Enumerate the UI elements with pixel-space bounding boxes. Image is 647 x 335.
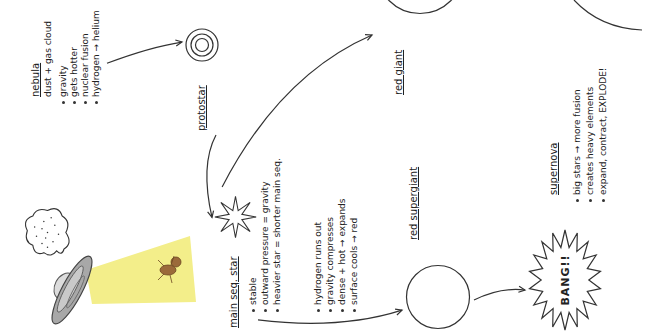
- protostar-ring: [186, 29, 218, 61]
- bullet-note: nuclear fusion: [80, 33, 91, 97]
- bullet-note: expand, contract, EXPLODE!: [598, 68, 609, 195]
- arrow-line: [107, 42, 182, 63]
- dust-dot: [43, 221, 44, 222]
- arrow-head: [365, 35, 372, 41]
- arrow-line: [207, 135, 216, 217]
- cloud-outline: [26, 209, 70, 255]
- circle-shape: [375, 0, 465, 15]
- stage-name: red giant: [393, 50, 405, 95]
- stage-arrow: [107, 40, 182, 63]
- dust-dot: [50, 217, 51, 218]
- bullet-note: stable: [248, 278, 259, 305]
- rings-shape: [185, 28, 219, 62]
- dust-dot: [47, 232, 48, 233]
- protostar-ring: [196, 39, 209, 52]
- ufo-saucer: [38, 248, 98, 328]
- stage-description: dust + gas cloud: [43, 21, 54, 97]
- bullet-note: dense + hot → expands: [337, 199, 348, 305]
- star-shape: [214, 194, 257, 240]
- bullet-note: outward pressure = gravity: [260, 182, 271, 305]
- stage-name: nebula: [30, 63, 42, 97]
- bullet-note: gravity compresses: [325, 217, 336, 305]
- dust-dot: [34, 226, 35, 227]
- main-sequence-stage: main seq. star: [212, 187, 258, 332]
- alien-figure: [158, 256, 181, 283]
- stage-arrow: [258, 309, 402, 323]
- dust-dot: [41, 243, 42, 244]
- dust-dot: [47, 246, 48, 247]
- red-supergiant-stage: red supergiant: [402, 164, 474, 332]
- stage-name: main seq. star: [228, 256, 240, 328]
- cloud-shape: [20, 205, 75, 260]
- dust-dot: [58, 234, 59, 235]
- dust-dot: [54, 224, 55, 225]
- arrow-line: [474, 289, 525, 300]
- bullet-note: gets hotter: [69, 47, 80, 97]
- sound-effect: BANG!!: [559, 254, 572, 305]
- circle-shape: [405, 264, 471, 330]
- arrow-line: [258, 310, 402, 323]
- dust-dot: [36, 235, 37, 236]
- tractor-beam: [86, 236, 196, 304]
- red-giant-stage: red giant: [372, 0, 467, 100]
- bullet-note: hydrogen → helium: [91, 10, 102, 97]
- star-circle: [407, 266, 470, 329]
- explosion-outline: [530, 230, 601, 330]
- protostar-ring: [191, 34, 213, 56]
- dust-dot: [52, 241, 53, 242]
- stage-name: red supergiant: [408, 167, 420, 240]
- dust-dot: [41, 228, 42, 229]
- bullet-note: heavier star = shorter main seq.: [272, 158, 283, 305]
- stage-name: supernova: [548, 143, 560, 196]
- stage-arrow: [222, 35, 372, 187]
- stage-name: protostar: [196, 85, 208, 131]
- bullet-note: hydrogen runs out: [313, 222, 324, 305]
- protostar-stage: protostar: [182, 23, 222, 135]
- cut-off-arrow: [574, 0, 642, 30]
- stage-arrow: [207, 135, 216, 217]
- star-outline: [215, 196, 256, 237]
- bullet-note: creates heavy elements: [585, 87, 596, 195]
- stage-arrow: [474, 286, 525, 300]
- arrow-head: [518, 286, 525, 292]
- star-circle: [377, 0, 464, 14]
- arrow-line: [222, 35, 372, 187]
- bullet-note: big stars → more fusion: [572, 89, 583, 195]
- dust-dot: [45, 237, 46, 238]
- arrow-head: [175, 40, 182, 46]
- arrow-head: [208, 211, 214, 218]
- arrow-head: [395, 309, 402, 315]
- bullet-note: gravity: [58, 65, 69, 97]
- bullet-note: surface cools → red: [349, 218, 360, 305]
